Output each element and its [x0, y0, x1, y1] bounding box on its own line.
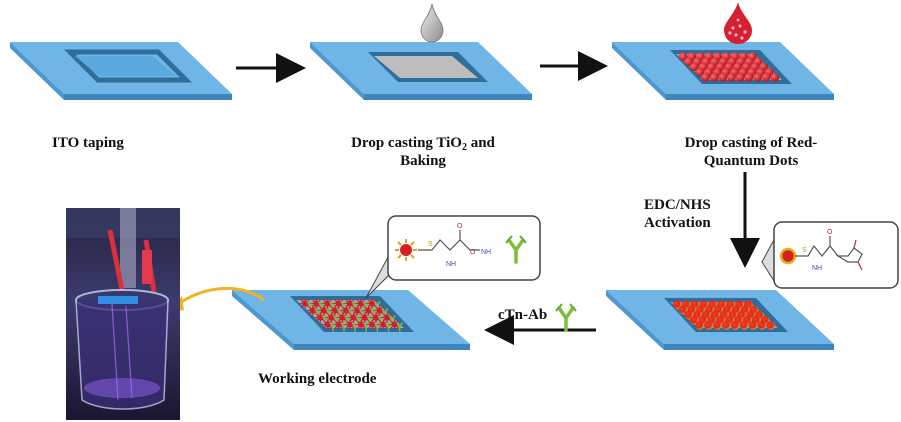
antibody-bound-dot: [332, 318, 346, 331]
activated-dot: [695, 321, 704, 330]
quantum-dot: [761, 73, 771, 82]
callout5-nh-link: NH: [481, 249, 491, 256]
beaker-photo: [66, 208, 180, 420]
bound-antibody: [340, 322, 348, 332]
antibody-bound-dot: [377, 318, 390, 331]
quantum-dot: [684, 57, 694, 67]
highlight-arrow: [177, 286, 265, 306]
bound-antibody: [362, 322, 370, 332]
antibody-bound-dot: [306, 304, 320, 317]
label-activation: EDC/NHS Activation: [644, 196, 711, 232]
antibody-bound-dot: [298, 297, 312, 310]
quantum-dot: [690, 62, 699, 72]
label-qd-line2: Quantum Dots: [703, 153, 799, 169]
activated-dot-array: [672, 300, 776, 330]
antibody-bound-dot: [313, 311, 327, 324]
label-tio2-line1-pre: Drop casting TiO: [351, 135, 462, 151]
callout4-oxygen: O: [827, 229, 833, 236]
activated-dot: [689, 315, 699, 325]
label-red-qd-step: Drop casting of Red- Quantum Dots: [656, 134, 846, 170]
callout5-sulfur: S: [428, 241, 433, 248]
bound-antibody: [384, 322, 393, 332]
quantum-dot: [678, 52, 688, 61]
activated-dot: [748, 321, 758, 330]
quantum-dot: [718, 73, 728, 82]
quantum-dot: [753, 73, 762, 82]
activated-dot: [766, 321, 776, 330]
callout-antibody-molecule: [365, 215, 541, 299]
quantum-dot: [735, 73, 745, 82]
antibody-bound-dot-array: [298, 297, 404, 332]
ito-slide-1: [10, 42, 232, 100]
activated-dot: [722, 321, 731, 330]
label-tio2-line1-post: and: [466, 135, 495, 151]
antibody-bound-dot: [365, 318, 379, 331]
label-qd-line1: Drop casting of Red-: [684, 135, 818, 151]
activated-dot: [672, 300, 682, 309]
label-activation-line1: EDC/NHS: [644, 197, 711, 213]
callout-activated-molecule: [761, 221, 899, 289]
activated-dot: [704, 321, 713, 330]
antibody-bound-dot: [343, 318, 357, 331]
activated-dot: [757, 321, 767, 330]
callout4-amine: NH: [812, 265, 822, 272]
bound-antibody: [329, 322, 337, 332]
quantum-dot: [770, 73, 780, 82]
quantum-dot: [744, 73, 754, 82]
callout5-oxygen-link: O: [470, 249, 476, 256]
activated-dot: [713, 321, 722, 330]
quantum-dot-array: [678, 52, 780, 82]
label-working-electrode: Working electrode: [258, 371, 377, 387]
quantum-dot: [709, 73, 719, 82]
quantum-dot: [727, 73, 736, 82]
callout5-oxygen: O: [457, 223, 463, 230]
label-tio2-subscript: 2: [461, 142, 467, 153]
antibody-bound-dot: [388, 318, 402, 331]
red-droplet-icon: [724, 2, 752, 44]
droplet-icon: [420, 3, 444, 43]
activated-dot: [739, 321, 749, 330]
label-ctn-ab: cTn-Ab: [498, 307, 548, 323]
ito-slide-2: [310, 42, 532, 100]
bound-antibody: [351, 322, 359, 332]
bound-antibody: [396, 322, 404, 332]
quantum-dot: [701, 73, 710, 82]
callout5-amine: NH: [446, 261, 456, 268]
label-ito-taping: ITO taping: [52, 135, 124, 151]
antibody-bound-dot: [354, 318, 368, 331]
label-tio2-line2: Baking: [400, 153, 446, 169]
quantum-dot: [695, 67, 705, 77]
antibody-bound-dot: [321, 318, 335, 331]
callout4-sulfur: S: [802, 247, 807, 254]
label-activation-line2: Activation: [644, 215, 711, 231]
activated-dot: [678, 305, 688, 315]
label-tio2-step: Drop casting TiO2 and Baking: [338, 134, 508, 170]
activated-dot: [730, 321, 740, 330]
bound-antibody: [373, 322, 381, 332]
activated-dot: [684, 310, 693, 320]
antibody-icon: [555, 303, 577, 332]
